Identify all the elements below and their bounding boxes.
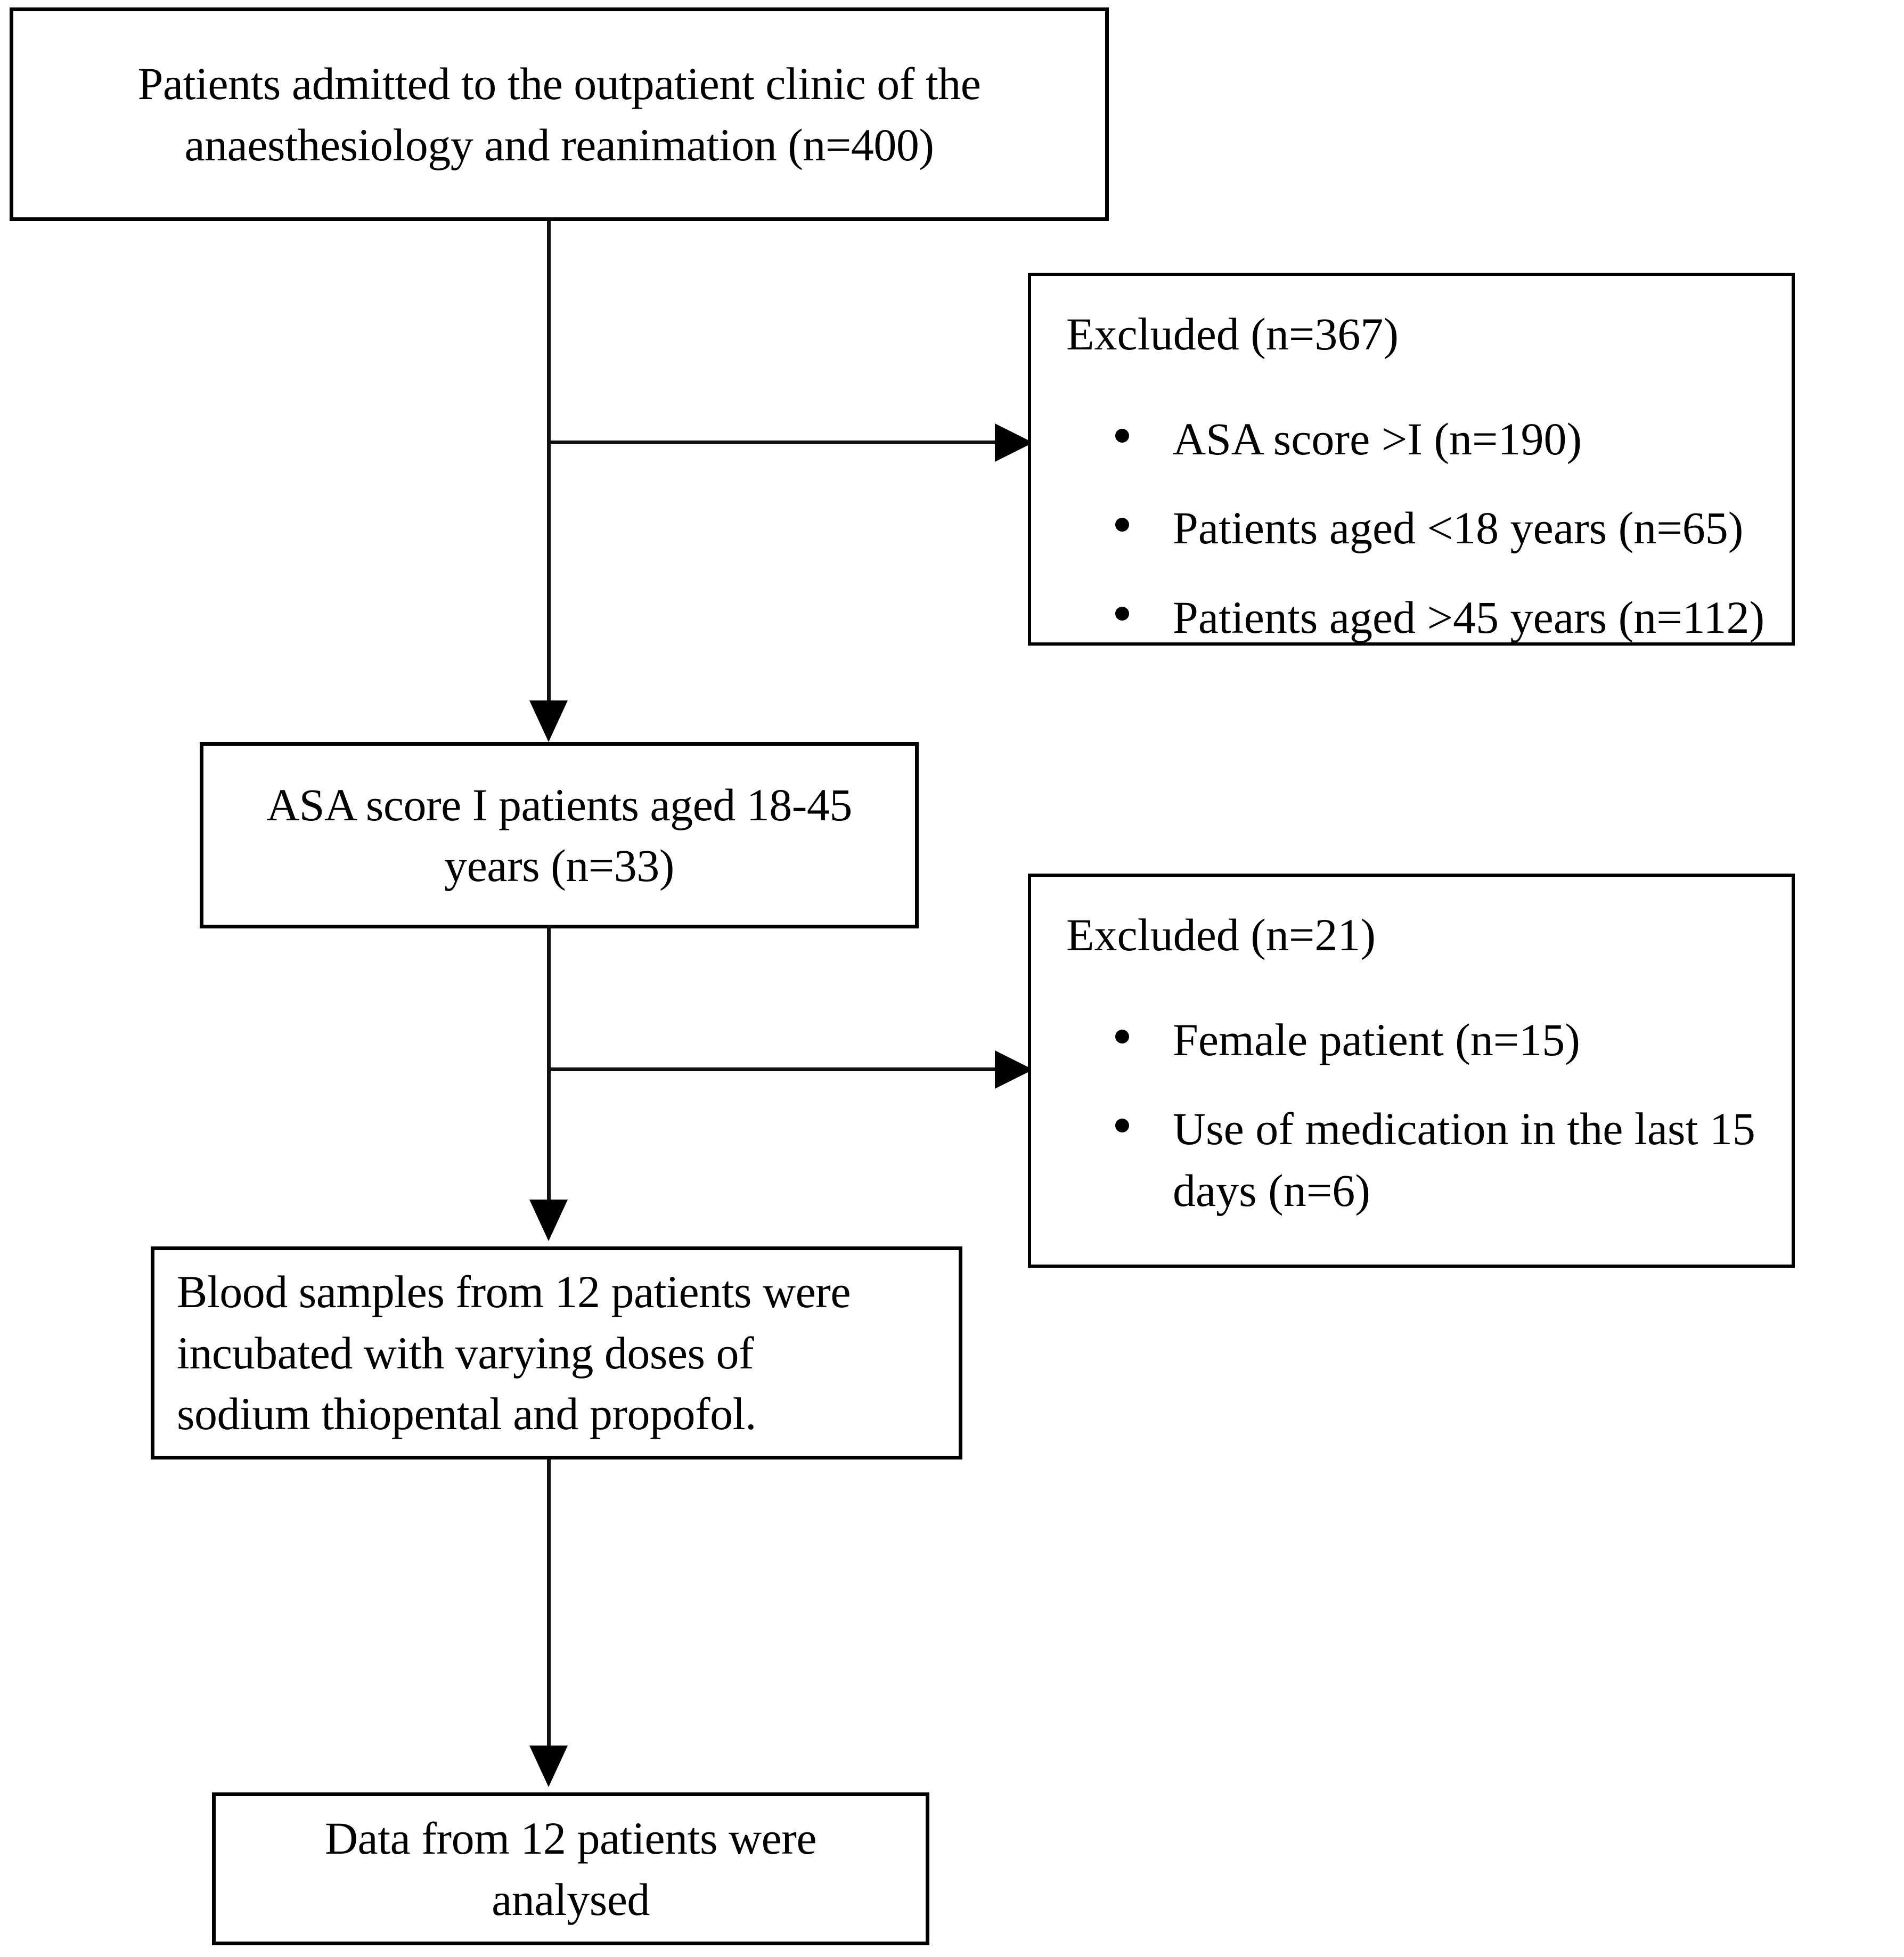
node-blood-samples-incubated-label: Blood samples from 12 patients were incu… xyxy=(177,1266,851,1440)
connector-branch-excluded-second xyxy=(547,1067,997,1071)
connector-branch-excluded-first xyxy=(547,441,997,444)
node-data-analysed-label: Data from 12 patients were analysed xyxy=(324,1813,817,1925)
node-excluded-first: Excluded (n=367) ASA score >I (n=190) Pa… xyxy=(1028,273,1795,646)
connector-eligible-to-incubated xyxy=(547,928,551,1204)
arrowhead-right-excluded-first xyxy=(995,423,1033,462)
arrowhead-down-to-incubated xyxy=(529,1200,568,1241)
node-eligible-patients-label: ASA score I patients aged 18-45 years (n… xyxy=(266,779,852,891)
excluded-first-reason-text: Patients aged >45 years (n=112) xyxy=(1173,591,1765,643)
excluded-first-reason-text: ASA score >I (n=190) xyxy=(1173,413,1582,465)
bullet-icon xyxy=(1115,607,1129,621)
excluded-first-title: Excluded (n=367) xyxy=(1066,308,1399,360)
connector-admitted-to-eligible xyxy=(547,221,551,708)
arrowhead-down-to-eligible xyxy=(529,700,568,742)
connector-incubated-to-analysed xyxy=(547,1459,551,1750)
arrowhead-down-to-analysed xyxy=(529,1746,568,1787)
bullet-icon xyxy=(1115,429,1129,443)
excluded-second-reason-text: Female patient (n=15) xyxy=(1173,1014,1580,1066)
list-item: ASA score >I (n=190) xyxy=(1115,409,1770,470)
node-excluded-second: Excluded (n=21) Female patient (n=15) Us… xyxy=(1028,874,1795,1268)
excluded-first-reason-list: ASA score >I (n=190) Patients aged <18 y… xyxy=(1066,409,1770,648)
node-data-analysed: Data from 12 patients were analysed xyxy=(212,1792,929,1945)
list-item: Female patient (n=15) xyxy=(1115,1009,1770,1071)
node-blood-samples-incubated: Blood samples from 12 patients were incu… xyxy=(151,1246,962,1459)
list-item: Patients aged >45 years (n=112) xyxy=(1115,587,1770,648)
excluded-second-reason-text: Use of medication in the last 15 days (n… xyxy=(1173,1103,1755,1216)
excluded-second-reason-list: Female patient (n=15) Use of medication … xyxy=(1066,1009,1770,1221)
arrowhead-right-excluded-second xyxy=(995,1050,1033,1089)
node-patients-admitted-label: Patients admitted to the outpatient clin… xyxy=(137,58,981,170)
excluded-first-reason-text: Patients aged <18 years (n=65) xyxy=(1173,502,1744,554)
list-item: Patients aged <18 years (n=65) xyxy=(1115,498,1770,559)
bullet-icon xyxy=(1115,1030,1129,1044)
excluded-second-title: Excluded (n=21) xyxy=(1066,909,1376,960)
bullet-icon xyxy=(1115,518,1129,532)
node-patients-admitted: Patients admitted to the outpatient clin… xyxy=(10,7,1109,221)
node-eligible-patients: ASA score I patients aged 18-45 years (n… xyxy=(200,742,919,928)
bullet-icon xyxy=(1115,1119,1129,1133)
list-item: Use of medication in the last 15 days (n… xyxy=(1115,1098,1770,1221)
